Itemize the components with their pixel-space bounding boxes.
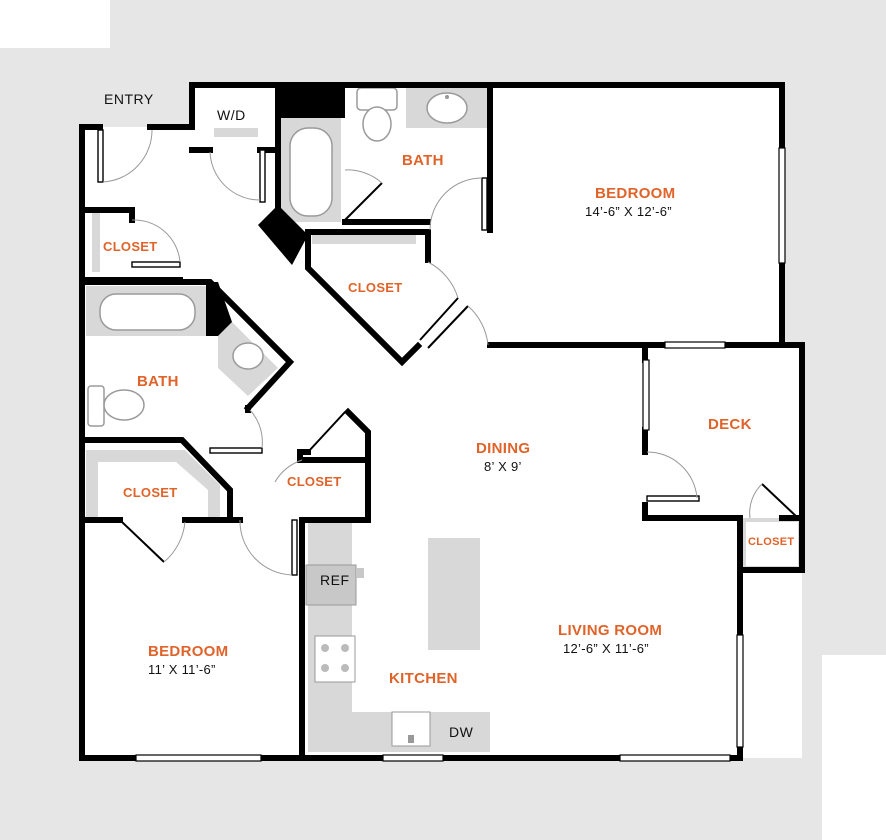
- window: [642, 359, 650, 431]
- door[interactable]: [259, 149, 266, 203]
- stove-icon: [314, 635, 356, 683]
- kitchen-label: KITCHEN: [389, 670, 458, 687]
- entry-door[interactable]: [97, 129, 104, 183]
- window: [619, 754, 731, 762]
- bath-left-label: BATH: [137, 373, 179, 390]
- living-room-dimensions: 12’-6” X 11’-6”: [563, 641, 649, 656]
- dining-dimensions: 8’ X 9’: [484, 459, 522, 474]
- entry-label: ENTRY: [104, 91, 154, 107]
- kitchen-island-icon: [428, 538, 480, 650]
- deck-label: DECK: [708, 416, 752, 433]
- closet-entry-label: CLOSET: [103, 239, 158, 254]
- fixtures: [86, 87, 800, 752]
- window: [382, 754, 444, 762]
- refrigerator-icon: [305, 564, 357, 606]
- door[interactable]: [291, 519, 298, 576]
- washer-dryer-shelf: [214, 128, 258, 137]
- closet-bed2-label: CLOSET: [123, 485, 178, 500]
- bedroom-second-label: BEDROOM: [148, 643, 228, 660]
- sink-icon: [426, 92, 468, 124]
- window: [135, 754, 262, 762]
- deck-door[interactable]: [646, 495, 700, 502]
- dishwasher-label: DW: [449, 724, 474, 740]
- doors: [97, 129, 799, 576]
- closet-center-label: CLOSET: [348, 280, 403, 295]
- closet-deck-label: CLOSET: [748, 536, 794, 548]
- labels: ENTRY W/D BATH BEDROOM 14’-6” X 12’-6” C…: [103, 91, 794, 740]
- window: [664, 341, 726, 349]
- living-room-label: LIVING ROOM: [558, 622, 662, 639]
- door[interactable]: [209, 447, 263, 454]
- door[interactable]: [131, 261, 181, 268]
- closet-shelf: [312, 235, 416, 244]
- bath-top-label: BATH: [402, 152, 444, 169]
- refrigerator-label: REF: [320, 572, 350, 588]
- bathtub-icon: [99, 293, 196, 331]
- bedroom-main-dimensions: 14’-6” X 12’-6”: [585, 204, 672, 219]
- bathtub-icon: [289, 127, 333, 217]
- window: [736, 634, 744, 748]
- window: [778, 147, 786, 264]
- door[interactable]: [481, 177, 488, 231]
- toilet-icon: [356, 87, 398, 142]
- closet-hall-label: CLOSET: [287, 474, 342, 489]
- bedroom-second-dimensions: 11’ X 11’-6”: [148, 662, 216, 677]
- sink-icon: [232, 342, 264, 370]
- walls: [79, 82, 805, 761]
- dining-label: DINING: [476, 440, 530, 457]
- windows: [135, 147, 786, 762]
- toilet-icon: [87, 385, 145, 427]
- bedroom-main-label: BEDROOM: [595, 185, 675, 202]
- washer-dryer-label: W/D: [217, 107, 246, 123]
